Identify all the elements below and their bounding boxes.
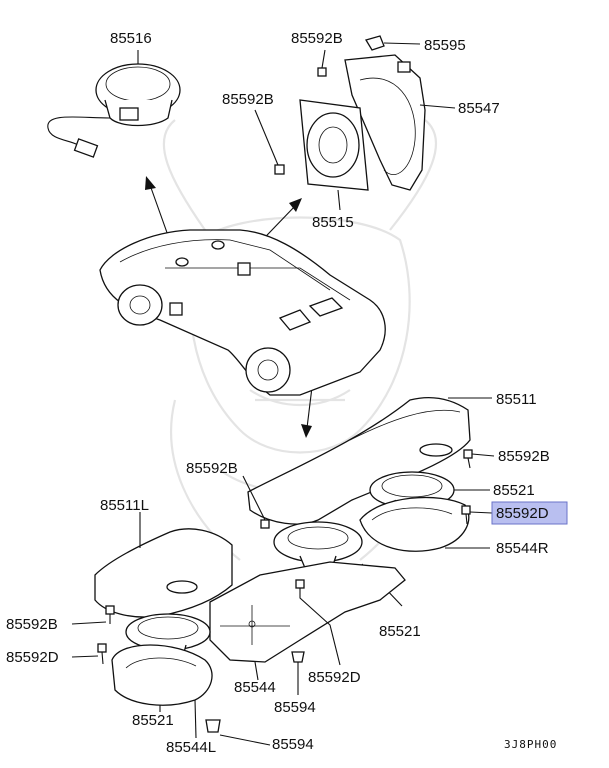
label-85592b-center[interactable]: 85592B bbox=[186, 460, 238, 477]
screw-85592b-right[interactable] bbox=[463, 449, 495, 469]
callout-labels: 85516 85592B 85595 85592B 85547 85515 85… bbox=[6, 30, 557, 756]
label-85592d-center[interactable]: 85592D bbox=[308, 669, 361, 686]
label-85595[interactable]: 85595 bbox=[424, 37, 466, 54]
label-85594-center[interactable]: 85594 bbox=[274, 699, 316, 716]
label-85592b-top[interactable]: 85592B bbox=[291, 30, 343, 47]
clip-85594-bottom[interactable] bbox=[205, 719, 271, 746]
clip-85595[interactable] bbox=[365, 35, 421, 51]
label-85592b-right[interactable]: 85592B bbox=[498, 448, 550, 465]
label-85515[interactable]: 85515 bbox=[312, 214, 354, 231]
label-85511l[interactable]: 85511L bbox=[100, 497, 149, 514]
bracket-85544r[interactable] bbox=[359, 496, 490, 552]
label-85594-bottom[interactable]: 85594 bbox=[272, 736, 314, 753]
bracket-85544l[interactable] bbox=[111, 644, 213, 739]
bracket-85547[interactable] bbox=[344, 54, 456, 191]
screw-85592b-center[interactable] bbox=[242, 475, 270, 529]
screw-85592d-left[interactable] bbox=[71, 643, 107, 665]
speaker-85516[interactable] bbox=[47, 50, 181, 158]
label-85592b-left[interactable]: 85592B bbox=[6, 616, 58, 633]
drawing-code: 3J8PH00 bbox=[504, 738, 557, 751]
car-body bbox=[99, 229, 386, 396]
label-85592d-left[interactable]: 85592D bbox=[6, 649, 59, 666]
label-85544l[interactable]: 85544L bbox=[166, 739, 216, 756]
package-tray-85511l[interactable] bbox=[94, 512, 233, 618]
label-85547[interactable]: 85547 bbox=[458, 100, 500, 117]
label-85592b-mid[interactable]: 85592B bbox=[222, 91, 274, 108]
label-85544[interactable]: 85544 bbox=[234, 679, 276, 696]
screw-85592b-top[interactable] bbox=[317, 49, 327, 77]
bracket-85544[interactable] bbox=[209, 561, 406, 681]
label-85516[interactable]: 85516 bbox=[110, 30, 152, 47]
label-85521-center[interactable]: 85521 bbox=[379, 623, 421, 640]
speaker-85515[interactable] bbox=[299, 99, 369, 211]
screw-85592b-left[interactable] bbox=[71, 605, 115, 625]
label-85544r[interactable]: 85544R bbox=[496, 540, 549, 557]
highlight-box bbox=[491, 501, 568, 525]
clip-85594-center[interactable] bbox=[291, 651, 305, 695]
label-85592d-right[interactable]: 85592D bbox=[496, 505, 549, 522]
label-85521-right[interactable]: 85521 bbox=[493, 482, 535, 499]
screw-85592b-mid[interactable] bbox=[254, 109, 285, 175]
screw-85592d-right[interactable] bbox=[461, 505, 493, 525]
screw-85592d-center[interactable] bbox=[295, 579, 341, 666]
label-85511[interactable]: 85511 bbox=[496, 391, 537, 408]
label-85521-left[interactable]: 85521 bbox=[132, 712, 174, 729]
